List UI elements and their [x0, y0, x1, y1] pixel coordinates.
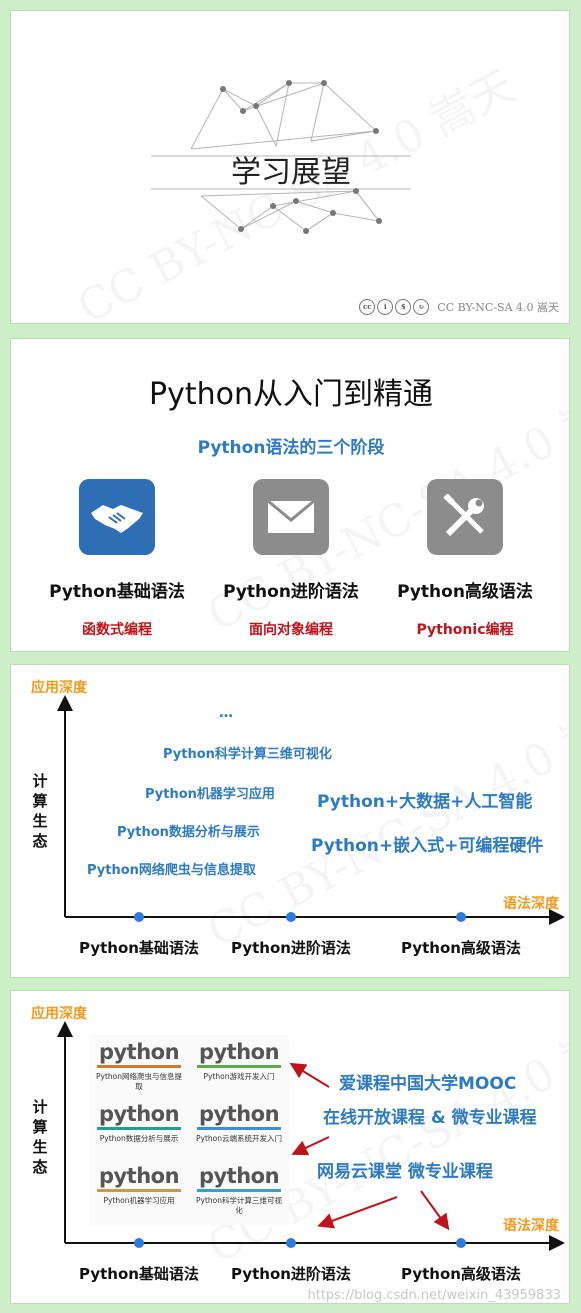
app-item: Python科学计算三维可视化 — [163, 747, 332, 762]
license-text: CC BY-NC-SA 4.0 嵩天 — [437, 301, 559, 314]
stage-marker — [456, 912, 466, 922]
slide-ecosystem: CC BY-NC-SA 4.0 嵩天 应用深度 语法深度 计算生态 … Pyth… — [10, 664, 570, 978]
vertical-label: 计算生态 — [32, 1098, 48, 1176]
ellipsis: … — [219, 705, 233, 721]
footer-url: https://blog.csdn.net/weixin_43959833 — [307, 1288, 561, 1303]
course-caption: Python机器学习应用 — [103, 1196, 175, 1205]
stage-label: Python高级语法 — [401, 939, 521, 957]
stage-marker — [134, 912, 144, 922]
stage-marker — [286, 912, 296, 922]
slide-stages: CC BY-NC-SA 4.0 嵩天 Python从入门到精通 Python语法… — [10, 338, 570, 652]
arrow — [291, 1136, 330, 1156]
python-logo-word: python — [196, 1163, 282, 1192]
big-app-2: Python+嵌入式+可编程硬件 — [311, 836, 544, 856]
stage-label: Python进阶语法 — [231, 939, 351, 957]
stage-basic-title: Python基础语法 — [49, 582, 185, 602]
envelope-icon — [253, 479, 329, 555]
y-axis-title: 应用深度 — [31, 680, 87, 696]
python-logo-word: python — [96, 1101, 182, 1130]
slide-courses: CC BY-NC-SA 4.0 嵩天 应用深度 语法深度 计算生态 python… — [10, 990, 570, 1304]
arrow — [317, 1196, 398, 1229]
stage-label: Python高级语法 — [401, 1265, 521, 1283]
x-axis-title: 语法深度 — [503, 1218, 559, 1234]
sa-icon: ↻ — [413, 299, 430, 315]
course-logo[interactable]: python Python机器学习应用 — [89, 1163, 189, 1225]
slide-title: CC BY-NC-SA 4.0 嵩天 学习展望 cc i $ ↻ CC BY-N… — [10, 10, 570, 324]
stage-label: Python进阶语法 — [231, 1265, 351, 1283]
course-logos: python Python网络爬虫与信息提取 python Python游戏开发… — [89, 1035, 289, 1225]
vertical-label: 计算生态 — [32, 772, 48, 850]
stage-marker — [134, 1238, 144, 1248]
course-caption: Python科学计算三维可视化 — [196, 1196, 282, 1215]
platform-1: 爱课程中国大学MOOC — [339, 1074, 517, 1094]
course-logo[interactable]: python Python云端系统开发入门 — [189, 1101, 289, 1163]
tools-icon — [427, 479, 503, 555]
slide-subheading: Python语法的三个阶段 — [197, 438, 385, 458]
stage-marker — [456, 1238, 466, 1248]
app-item: Python机器学习应用 — [145, 787, 275, 802]
course-logo[interactable]: python Python数据分析与展示 — [89, 1101, 189, 1163]
by-icon: i — [377, 299, 394, 315]
app-item: Python网络爬虫与信息提取 — [87, 863, 256, 878]
app-item: Python数据分析与展示 — [117, 825, 260, 840]
x-axis-title: 语法深度 — [503, 896, 559, 912]
slide-title-text: 学习展望 — [231, 155, 351, 190]
arrow — [420, 1190, 450, 1231]
big-app-1: Python+大数据+人工智能 — [317, 792, 533, 812]
course-caption: Python网络爬虫与信息提取 — [96, 1072, 182, 1091]
course-caption: Python游戏开发入门 — [203, 1072, 275, 1081]
nc-icon: $ — [395, 299, 412, 315]
python-logo-word: python — [196, 1101, 282, 1130]
stage-expert-sub: Pythonic编程 — [416, 622, 514, 638]
axes — [57, 1021, 565, 1251]
handshake-icon — [79, 479, 155, 555]
platform-2: 在线开放课程 & 微专业课程 — [323, 1108, 537, 1128]
stage-expert-title: Python高级语法 — [397, 582, 533, 602]
python-logo-word: python — [96, 1163, 182, 1192]
stage-advanced-title: Python进阶语法 — [223, 582, 359, 602]
python-logo-word: python — [196, 1039, 282, 1068]
network-decoration — [151, 80, 411, 234]
python-logo-word: python — [96, 1039, 182, 1068]
course-logo[interactable]: python Python游戏开发入门 — [189, 1039, 289, 1101]
cc-icon: cc — [359, 299, 376, 315]
stage-label: Python基础语法 — [79, 1265, 199, 1283]
stage-advanced-sub: 面向对象编程 — [249, 622, 333, 638]
course-caption: Python云端系统开发入门 — [196, 1134, 282, 1143]
slide-heading: Python从入门到精通 — [149, 377, 433, 412]
stage-basic-sub: 函数式编程 — [82, 622, 152, 638]
axes — [57, 695, 565, 925]
y-axis-title: 应用深度 — [31, 1006, 87, 1022]
arrow — [289, 1062, 330, 1088]
course-logo[interactable]: python Python科学计算三维可视化 — [189, 1163, 289, 1225]
course-caption: Python数据分析与展示 — [99, 1134, 179, 1143]
course-logo[interactable]: python Python网络爬虫与信息提取 — [89, 1039, 189, 1101]
stage-label: Python基础语法 — [79, 939, 199, 957]
license-badge: cc i $ ↻ CC BY-NC-SA 4.0 嵩天 — [359, 299, 559, 315]
stage-marker — [286, 1238, 296, 1248]
platform-3: 网易云课堂 微专业课程 — [317, 1162, 493, 1182]
